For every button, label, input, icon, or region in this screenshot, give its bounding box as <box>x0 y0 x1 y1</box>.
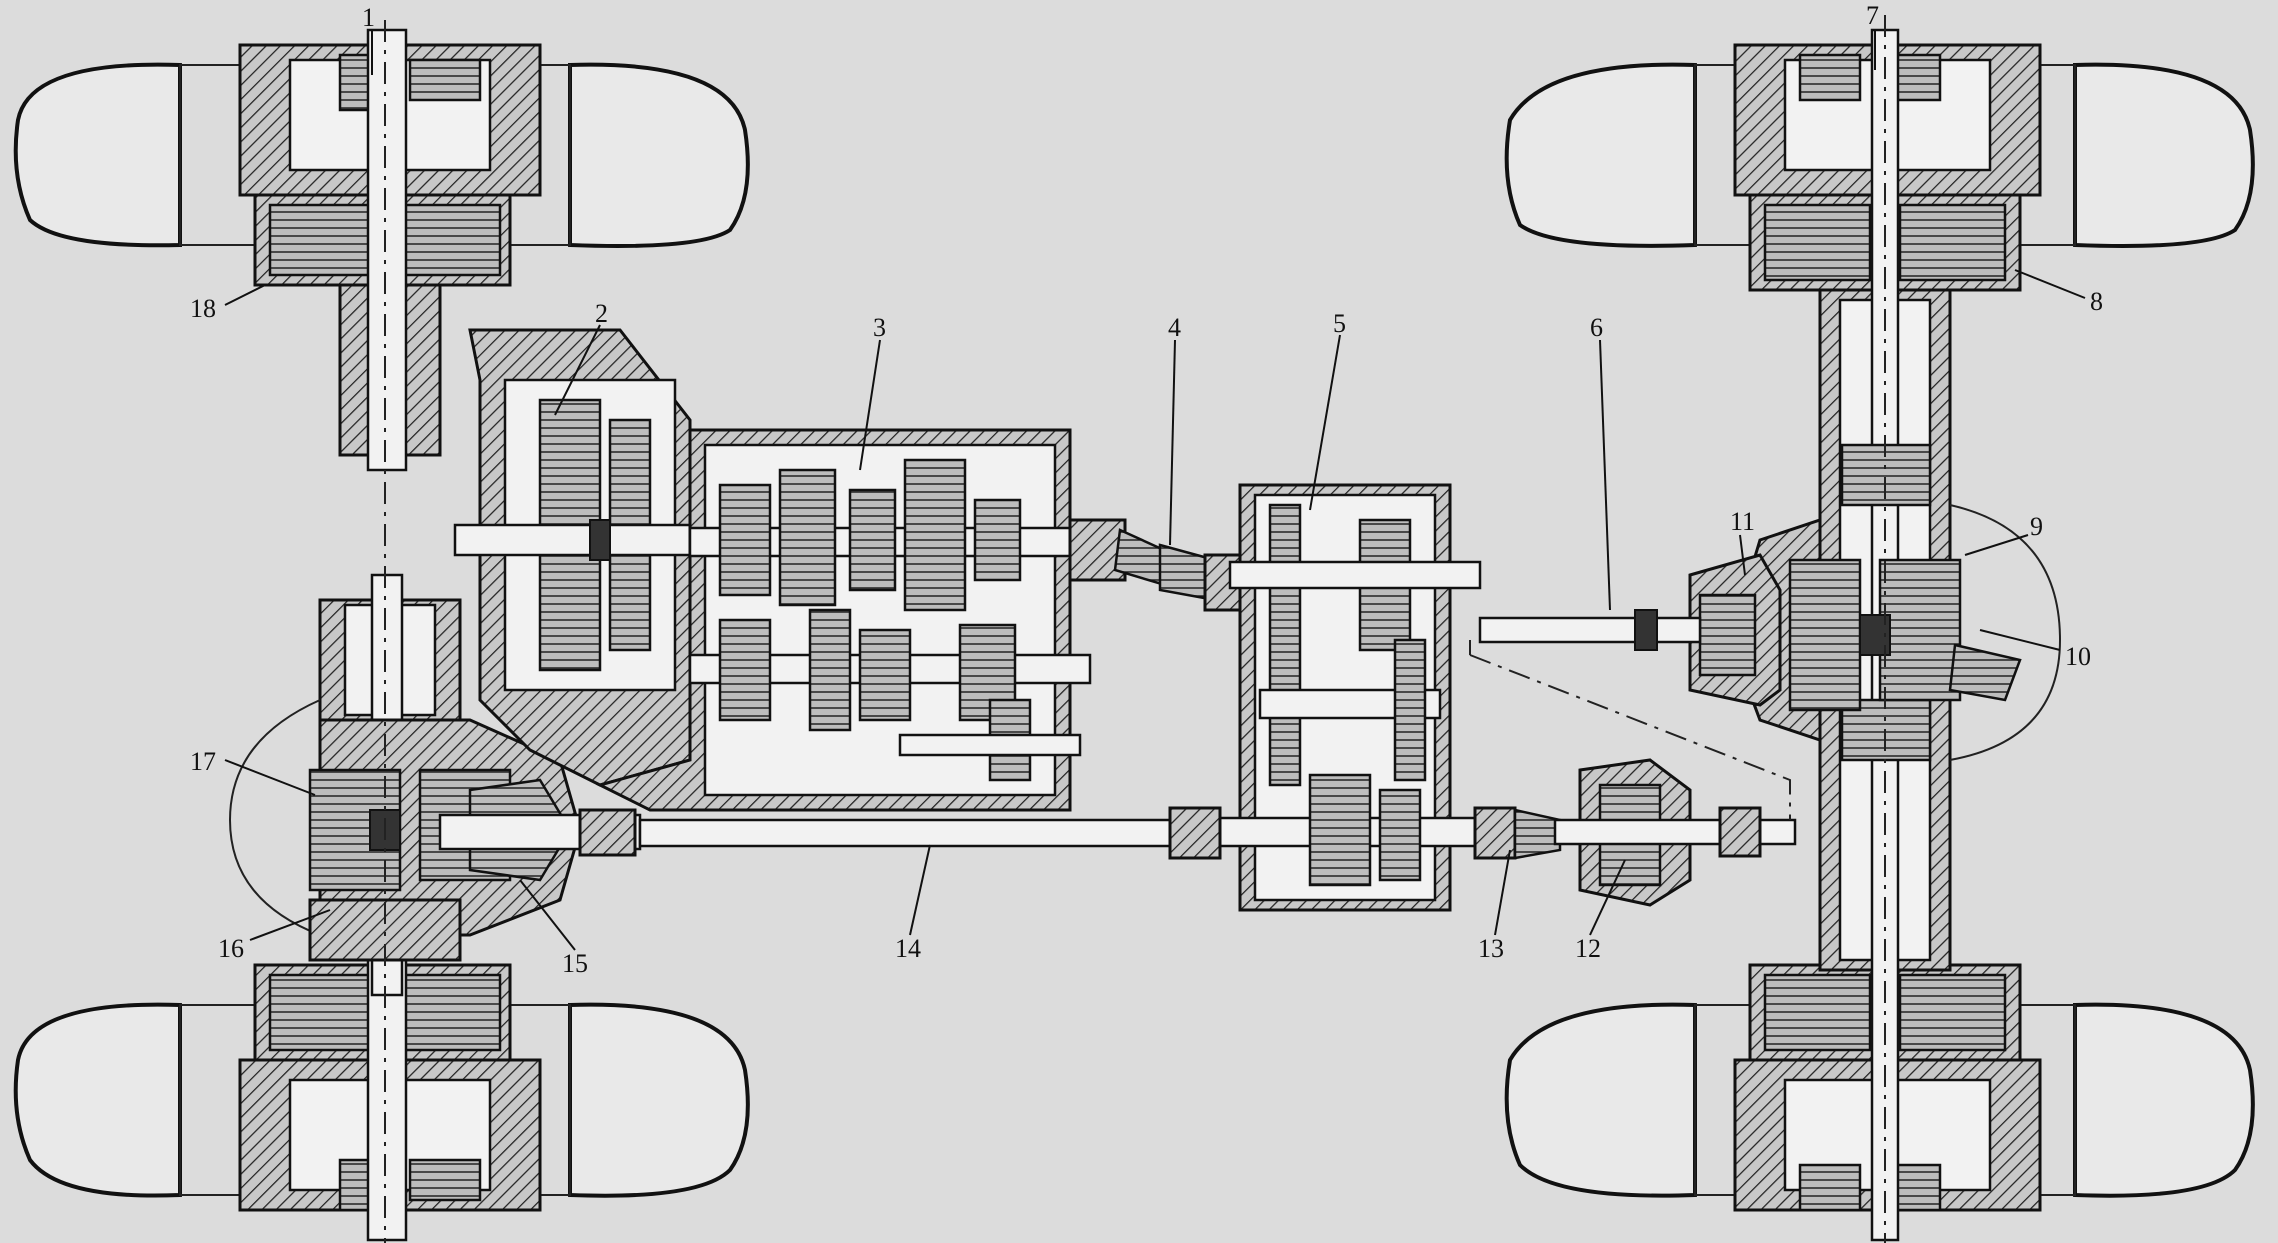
transfer-case <box>1198 483 1482 912</box>
label-6: 6 <box>1590 313 1603 342</box>
label-7: 7 <box>1866 1 1879 30</box>
leader-lines <box>224 30 2086 951</box>
label-9: 9 <box>2030 512 2043 541</box>
label-16: 16 <box>218 934 244 963</box>
wheel-rear-right-bottom <box>1504 963 2255 1212</box>
label-5: 5 <box>1333 309 1346 338</box>
rear-pinion-housing <box>1478 553 1782 707</box>
label-18: 18 <box>190 294 216 323</box>
wheel-rear-left-bottom <box>13 938 750 1242</box>
propeller-shaft-front <box>578 806 1222 860</box>
label-4: 4 <box>1168 313 1181 342</box>
label-12: 12 <box>1575 934 1601 963</box>
clutch-assembly <box>453 328 717 787</box>
label-3: 3 <box>873 313 886 342</box>
wheel-front-left-top <box>13 28 750 472</box>
label-8: 8 <box>2090 287 2103 316</box>
callout-labels: 1 2 3 4 5 6 7 8 9 10 11 12 13 14 15 16 1… <box>190 1 2103 978</box>
label-15: 15 <box>562 949 588 978</box>
label-10: 10 <box>2065 642 2091 671</box>
gearbox <box>595 428 1092 812</box>
universal-joint-rear <box>1473 806 1562 860</box>
rear-shaft-path <box>1469 654 1791 820</box>
label-14: 14 <box>895 934 921 963</box>
label-1: 1 <box>362 3 375 32</box>
label-17: 17 <box>190 747 216 776</box>
label-11: 11 <box>1730 507 1755 536</box>
intermediate-support <box>1553 758 1797 907</box>
universal-joint-front <box>1068 518 1252 612</box>
label-13: 13 <box>1478 934 1504 963</box>
label-2: 2 <box>595 299 608 328</box>
